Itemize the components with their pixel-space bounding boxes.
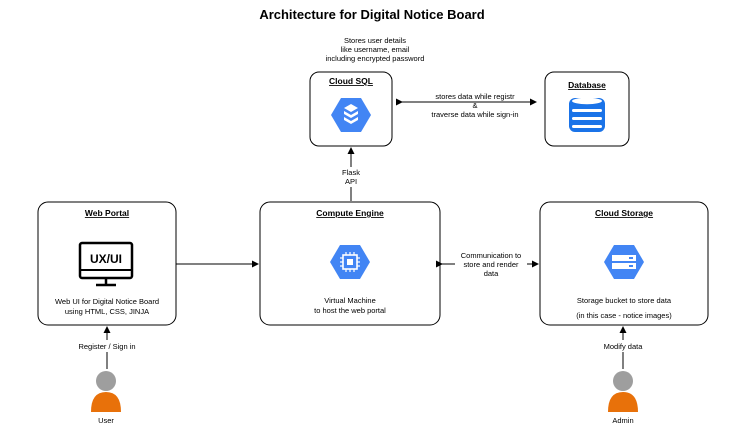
svg-text:UX/UI: UX/UI xyxy=(90,252,122,266)
database-node[interactable]: Database xyxy=(544,71,630,147)
ux-ui-monitor-icon: UX/UI xyxy=(78,241,134,287)
user-label: User xyxy=(98,416,114,425)
svg-text:data: data xyxy=(484,269,499,278)
svg-text:like username, email: like username, email xyxy=(341,45,410,54)
compute-engine-node[interactable]: Compute Engine Virtual Machine to host t… xyxy=(259,201,441,326)
cloud-sql-note: Stores user details like username, email… xyxy=(326,36,425,63)
svg-text:to host the web portal: to host the web portal xyxy=(314,306,386,315)
compute-engine-desc: Virtual Machine to host the web portal xyxy=(314,296,386,315)
cloud-sql-node[interactable]: Cloud SQL xyxy=(309,71,393,147)
cloud-sql-title: Cloud SQL xyxy=(329,76,373,86)
admin-action-label: Modify data xyxy=(604,342,644,351)
svg-text:stores data while registr: stores data while registr xyxy=(435,92,515,101)
svg-text:&: & xyxy=(472,101,477,110)
svg-text:Stores user details: Stores user details xyxy=(344,36,406,45)
database-title: Database xyxy=(568,80,606,90)
cloud-storage-desc: Storage bucket to store data (in this ca… xyxy=(576,296,672,320)
compute-engine-icon xyxy=(330,245,370,279)
user-action-label: Register / Sign in xyxy=(78,342,135,351)
admin-label: Admin xyxy=(612,416,633,425)
cloud-sql-icon xyxy=(331,98,371,132)
cloud-storage-node[interactable]: Cloud Storage Storage bucket to store da… xyxy=(539,201,709,326)
web-portal-desc: Web UI for Digital Notice Board using HT… xyxy=(55,297,159,316)
svg-text:store and render: store and render xyxy=(463,260,519,269)
compute-engine-title: Compute Engine xyxy=(316,208,384,218)
flask-api-label: Flask API xyxy=(342,168,360,186)
svg-text:Web UI for Digital Notice Boar: Web UI for Digital Notice Board xyxy=(55,297,159,306)
admin-person-icon xyxy=(608,371,638,412)
web-portal-node[interactable]: Web Portal UX/UI Web UI for Digital Noti… xyxy=(37,201,177,326)
svg-text:traverse data while sign-in: traverse data while sign-in xyxy=(431,110,518,119)
cloud-storage-icon xyxy=(604,245,644,279)
user-person-icon xyxy=(91,371,121,412)
svg-text:Flask: Flask xyxy=(342,168,360,177)
cloud-storage-title: Cloud Storage xyxy=(595,208,653,218)
svg-text:Storage bucket to store data: Storage bucket to store data xyxy=(577,296,672,305)
svg-text:API: API xyxy=(345,177,357,186)
svg-text:Communication to: Communication to xyxy=(461,251,521,260)
svg-text:Virtual Machine: Virtual Machine xyxy=(324,296,376,305)
svg-text:using HTML, CSS, JINJA: using HTML, CSS, JINJA xyxy=(65,307,149,316)
database-icon xyxy=(569,97,605,132)
svg-text:(in this case - notice images): (in this case - notice images) xyxy=(576,311,672,320)
web-portal-title: Web Portal xyxy=(85,208,129,218)
sql-database-link-label: stores data while registr & traverse dat… xyxy=(431,92,518,119)
svg-text:including encrypted password: including encrypted password xyxy=(326,54,425,63)
compute-storage-link-label: Communication to store and render data xyxy=(461,251,521,278)
diagram-title: Architecture for Digital Notice Board xyxy=(259,7,484,22)
